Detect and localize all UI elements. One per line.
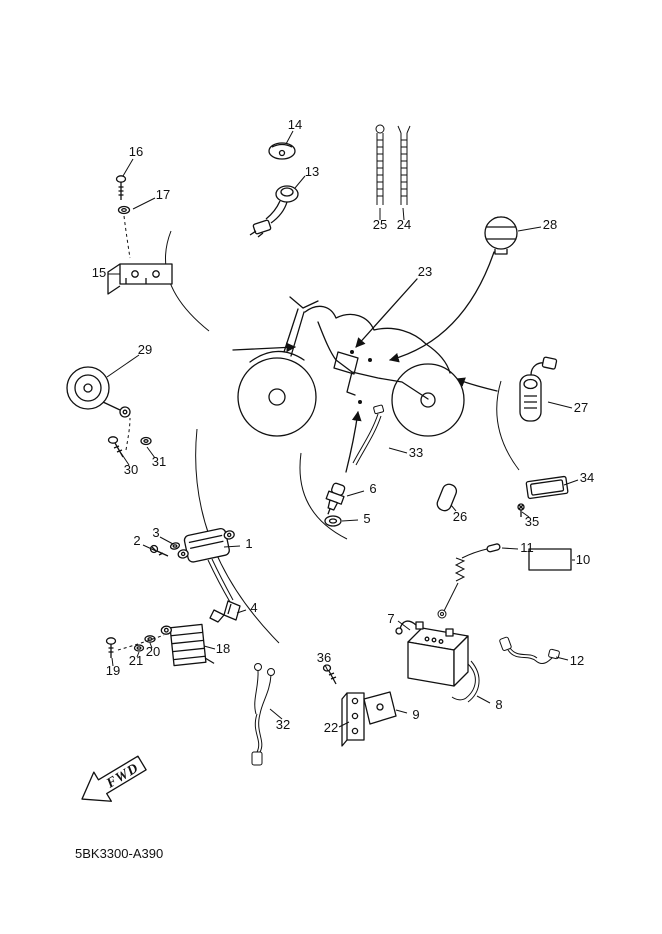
- callout-19: 19: [106, 663, 120, 678]
- assembly-line-30-29: [125, 417, 131, 451]
- callout-29: 29: [138, 342, 152, 357]
- part-band-24: [397, 125, 411, 205]
- callout-11: 11: [520, 540, 534, 555]
- part-relay-28: [484, 216, 518, 255]
- assembly-line-16-15: [123, 215, 131, 259]
- callout-36: 36: [317, 650, 331, 665]
- part-lead-10-assembly: [437, 548, 488, 619]
- part-washer-5: [324, 515, 342, 527]
- callout-6: 6: [369, 481, 376, 496]
- part-band-25: [375, 124, 385, 205]
- callout-27: 27: [574, 400, 588, 415]
- part-main-switch-13: [249, 185, 299, 238]
- callout-25: 25: [373, 217, 387, 232]
- part-bolt-36: [322, 664, 337, 685]
- callout-3: 3: [152, 525, 159, 540]
- part-bolt-30: [107, 436, 124, 458]
- callout-33: 33: [409, 445, 423, 460]
- pointer-arrows: [232, 251, 498, 473]
- callout-9: 9: [412, 707, 419, 722]
- part-screw-2: [149, 544, 169, 557]
- part-bolt-19: [105, 637, 117, 658]
- callout-10: 10: [576, 552, 590, 567]
- part-bolt-16: [115, 175, 127, 200]
- part-bracket-9: [363, 691, 397, 725]
- callout-24: 24: [397, 217, 411, 232]
- part-screw-35: [517, 503, 525, 517]
- callout-8: 8: [495, 697, 502, 712]
- callout-20: 20: [146, 644, 160, 659]
- part-washer-21: [133, 644, 145, 652]
- callout-31: 31: [152, 454, 166, 469]
- callout-26: 26: [453, 509, 467, 524]
- part-washer-3: [169, 542, 181, 550]
- part-cdi-1: [177, 528, 235, 563]
- callout-2: 2: [133, 533, 140, 548]
- callout-35: 35: [525, 514, 539, 529]
- callout-32: 32: [276, 717, 290, 732]
- part-damper-26: [436, 483, 458, 512]
- part-wire-32: [251, 663, 275, 766]
- part-cap-14: [268, 142, 296, 160]
- callout-16: 16: [129, 144, 143, 159]
- part-plug-cap-4: [209, 600, 241, 623]
- callout-34: 34: [580, 470, 594, 485]
- part-battery-7: [395, 620, 469, 687]
- callout-23: 23: [418, 264, 432, 279]
- callout-14: 14: [288, 117, 302, 132]
- part-wire-12: [499, 636, 560, 664]
- cdi-lead-wire: [207, 558, 234, 603]
- callout-7: 7: [387, 611, 394, 626]
- callout-12: 12: [570, 653, 584, 668]
- part-bracket-22: [341, 692, 365, 747]
- callout-18: 18: [216, 641, 230, 656]
- part-washer-31: [140, 436, 152, 446]
- callout-28: 28: [543, 217, 557, 232]
- callout-15: 15: [92, 265, 106, 280]
- part-horn-29: [66, 366, 131, 418]
- callout-13: 13: [305, 164, 319, 179]
- part-washer-17: [117, 205, 131, 215]
- callout-5: 5: [363, 511, 370, 526]
- part-reflector-34: [525, 475, 569, 500]
- fwd-arrow: FWD: [81, 755, 147, 802]
- callout-17: 17: [156, 187, 170, 202]
- part-band-8: [451, 660, 480, 703]
- callout-1: 1: [245, 536, 252, 551]
- part-flasher-27: [519, 356, 558, 422]
- leader-lines: [106, 130, 579, 728]
- part-bracket-15: [107, 263, 173, 295]
- callout-22: 22: [324, 720, 338, 735]
- motorcycle: [237, 296, 465, 437]
- part-sensor-6: [325, 482, 346, 515]
- part-tube-11: [486, 543, 501, 553]
- part-wire-33: [352, 404, 385, 466]
- callout-30: 30: [124, 462, 138, 477]
- part-coil-18: [160, 623, 215, 667]
- callout-4: 4: [250, 600, 257, 615]
- drawing-code: 5BK3300-A390: [75, 846, 163, 861]
- part-box-10: [528, 548, 572, 571]
- callout-21: 21: [129, 653, 143, 668]
- assembly-line-19-18: [117, 634, 165, 651]
- callout-numbers: 1234567891011121314151617181920212223242…: [92, 117, 594, 735]
